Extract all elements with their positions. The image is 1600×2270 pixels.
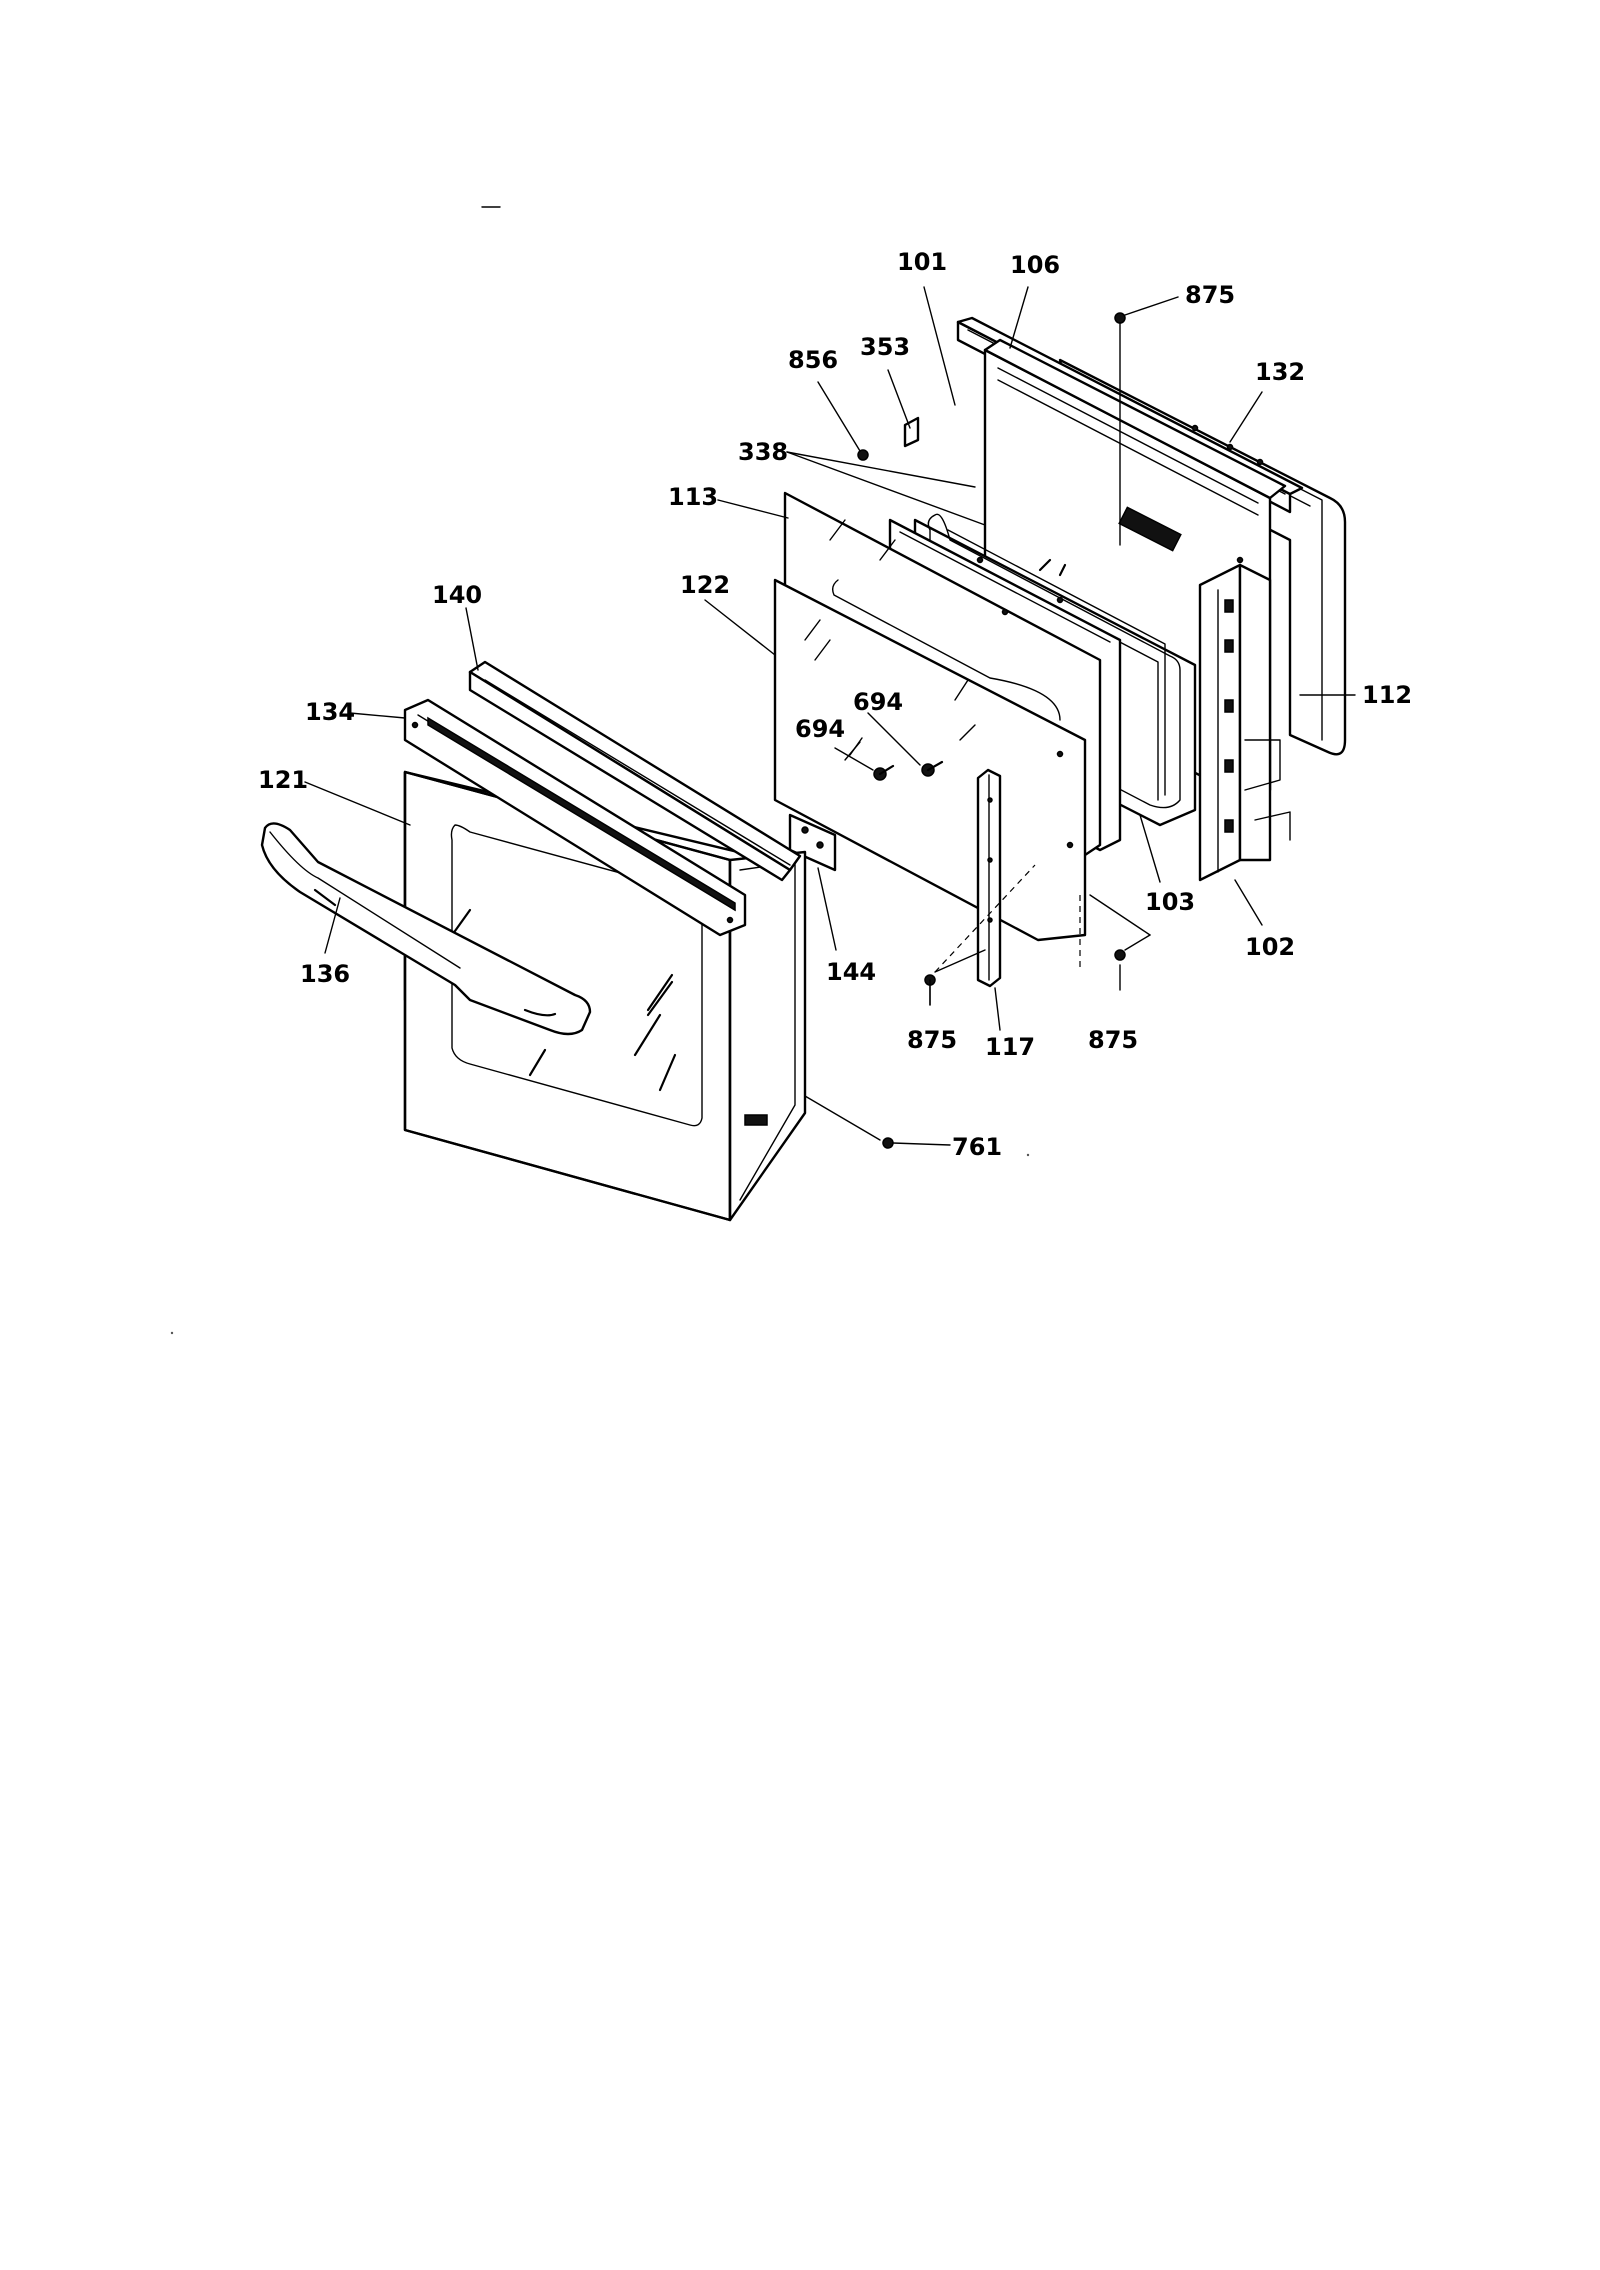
screw-694-b (921, 760, 944, 777)
label-875-left: 875 (907, 1026, 957, 1054)
part-122-inner-glass (773, 578, 1087, 942)
part-140-trim-frame (468, 660, 802, 882)
label-761: 761 (952, 1133, 1002, 1161)
label-106: 106 (1010, 251, 1060, 279)
label-353: 353 (860, 333, 910, 361)
label-875-top: 875 (1185, 281, 1235, 309)
part-102-side-channel (1198, 563, 1291, 882)
label-113: 113 (668, 483, 718, 511)
label-102: 102 (1245, 933, 1295, 961)
label-101: 101 (897, 248, 947, 276)
label-136: 136 (300, 960, 350, 988)
part-117-bracket (976, 768, 1002, 988)
label-117: 117 (985, 1033, 1035, 1061)
label-112: 112 (1362, 681, 1412, 709)
label-122: 122 (680, 571, 730, 599)
label-875-right: 875 (1088, 1026, 1138, 1054)
part-144-clip (788, 813, 837, 872)
screw-875-top (1114, 312, 1126, 546)
label-140: 140 (432, 581, 482, 609)
label-694-a: 694 (795, 715, 845, 743)
label-134: 134 (305, 698, 355, 726)
part-labels: 101 106 875 132 856 353 338 113 140 122 … (258, 248, 1412, 1161)
leader-lines (304, 286, 1356, 1146)
label-121: 121 (258, 766, 308, 794)
clip-353 (903, 416, 920, 448)
screw-761 (882, 1137, 894, 1149)
label-103: 103 (1145, 888, 1195, 916)
label-132: 132 (1255, 358, 1305, 386)
screw-875-right (1114, 949, 1126, 961)
part-134-vent-trim (403, 698, 747, 937)
speck (170, 1331, 174, 1335)
screw-694-a (873, 764, 895, 781)
label-144: 144 (826, 958, 876, 986)
label-856: 856 (788, 346, 838, 374)
speck (1026, 1153, 1030, 1157)
label-694-b: 694 (853, 688, 903, 716)
part-136-handle (260, 822, 592, 1036)
screw-856 (857, 449, 869, 461)
label-338: 338 (738, 438, 788, 466)
